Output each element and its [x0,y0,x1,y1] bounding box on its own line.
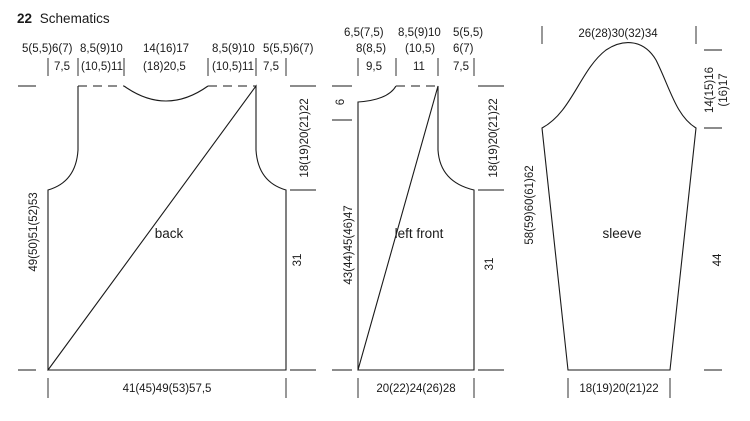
back-top-label-10: 7,5 [263,61,279,73]
back-piece-label: back [155,226,184,241]
back-top-label-6: (18)20,5 [143,61,186,73]
sleeve-underarm-label: 44 [712,253,724,266]
sleeve-length-label: 58(59)60(61)62 [524,165,536,244]
front-top-label-7: 5(5,5) [453,27,483,39]
back-top-label-2: 7,5 [54,61,70,73]
front-top-label-2: 8(8,5) [356,43,386,55]
schematic-title: Schematics [40,11,110,26]
back-top-label-8: (10,5)11 [212,61,254,73]
front-neck-depth-label: 6 [335,99,347,105]
sleeve-piece-label: sleeve [602,226,641,241]
back-top-label-1: 5(5,5)6(7) [22,43,73,55]
front-armhole-label: 18(19)20(21)22 [488,98,500,177]
back-piece: 5(5,5)6(7) 7,5 8,5(9)10 (10,5)11 14(16)1… [18,43,316,398]
sleeve-cap-label-1: 14(15)16 [704,67,716,113]
sleeve-cap-label-2: (16)17 [718,73,730,106]
front-width-label: 20(22)24(26)28 [376,383,455,395]
schematic-number: 22 [17,11,32,26]
back-length-label: 49(50)51(52)53 [28,192,40,271]
sleeve-top-label: 26(28)30(32)34 [578,28,658,40]
svg-text:22 Schematics: 22 Schematics [17,11,110,26]
front-top-label-5: (10,5) [405,43,435,55]
sleeve-piece: 26(28)30(32)34 58(59)60(61)62 14(15)16 (… [524,26,730,398]
back-top-label-5: 14(16)17 [143,43,189,55]
front-top-label-6: 11 [413,61,425,73]
back-armhole-label: 18(19)20(21)22 [299,98,311,177]
sleeve-cuff-label: 18(19)20(21)22 [579,383,658,395]
back-outline [46,84,287,371]
left-front-piece: 6,5(7,5) 8(8,5) 9,5 8,5(9)10 (10,5) 11 5… [332,27,504,398]
front-piece-label: left front [395,226,444,241]
front-top-label-9: 7,5 [453,61,469,73]
front-top-label-1: 6,5(7,5) [344,27,384,39]
back-top-label-3: 8,5(9)10 [80,43,123,55]
back-top-label-4: (10,5)11 [81,61,123,73]
sleeve-outline [541,42,697,371]
front-top-label-4: 8,5(9)10 [398,27,441,39]
front-side-label: 31 [484,258,496,271]
back-top-label-9: 5(5,5)6(7) [263,43,314,55]
back-side-label: 31 [292,254,304,267]
front-top-label-3: 9,5 [366,61,382,73]
left-front-outline [357,85,475,371]
front-top-label-8: 6(7) [453,43,474,55]
back-width-label: 41(45)49(53)57,5 [123,383,212,395]
back-top-label-7: 8,5(9)10 [212,43,255,55]
front-length-label: 43(44)45(46)47 [343,205,355,284]
